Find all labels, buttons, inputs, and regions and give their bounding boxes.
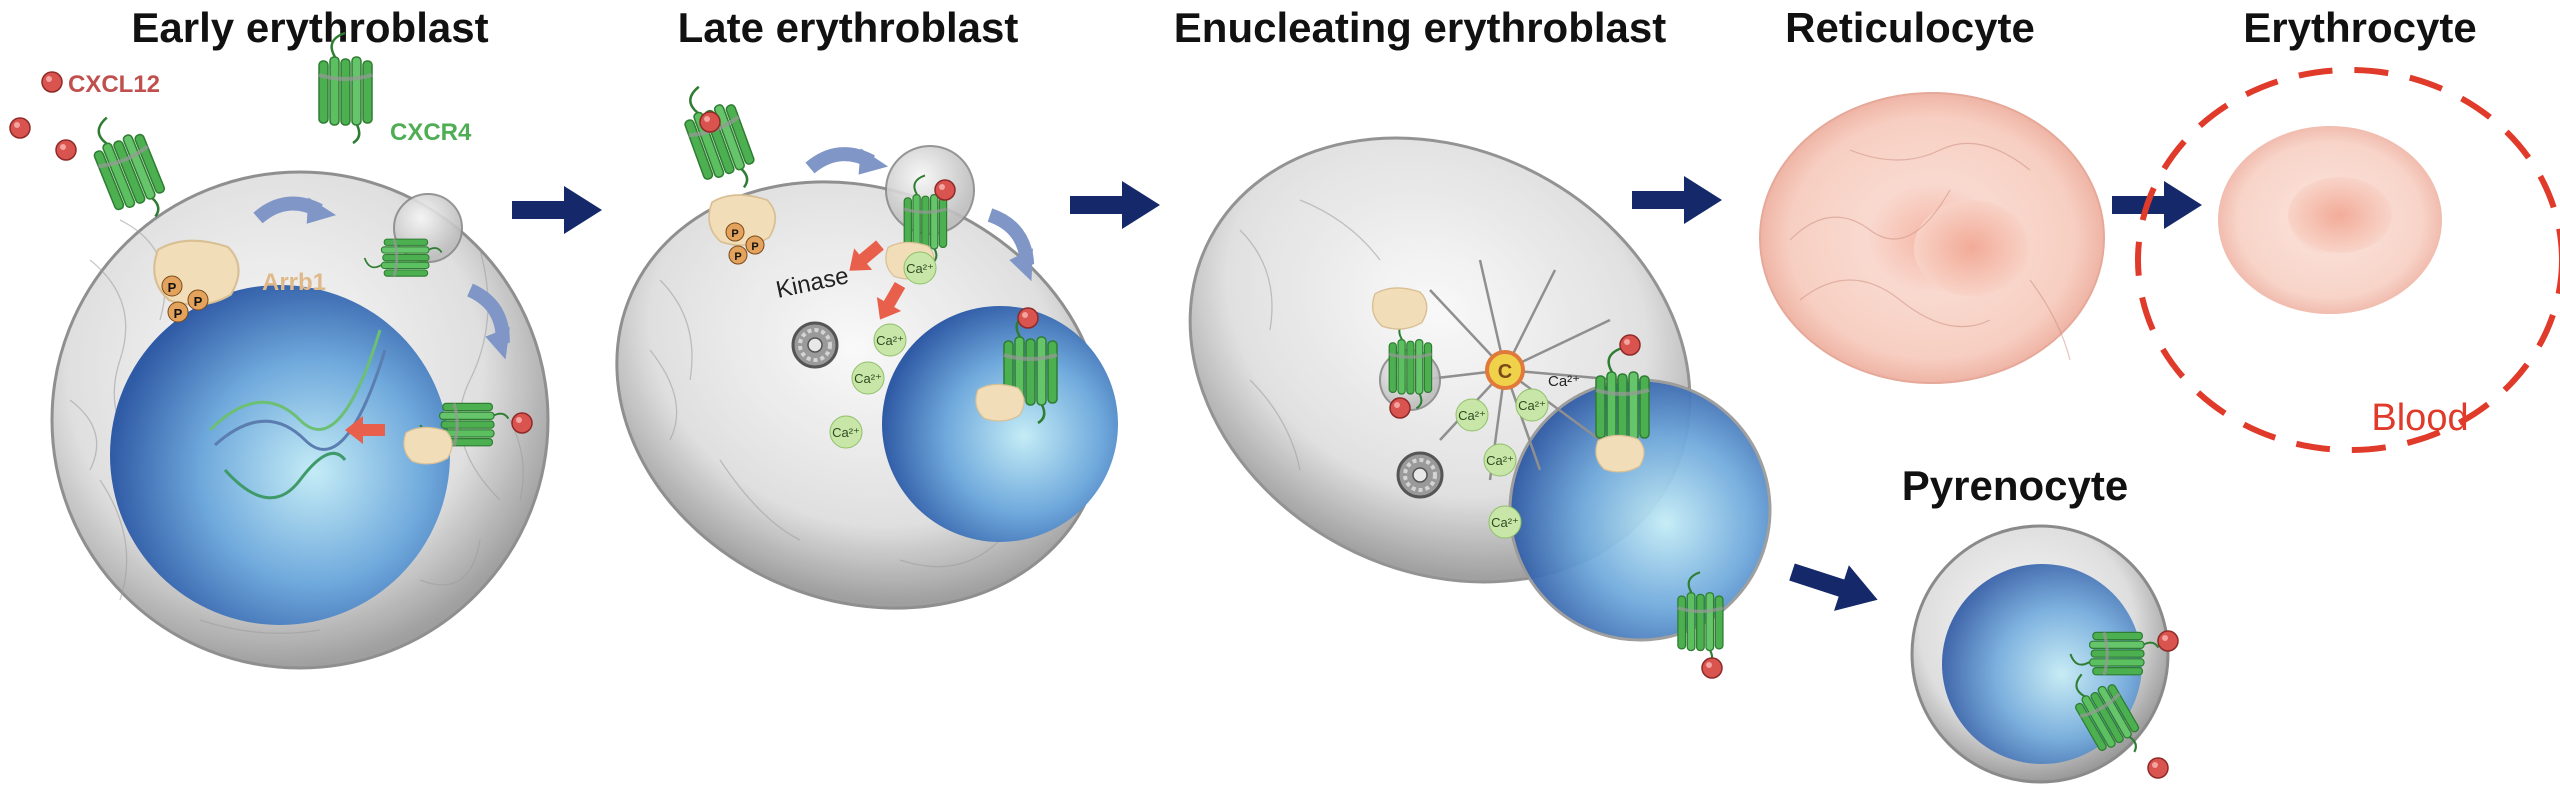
cxcl12-ligand-icon	[41, 71, 63, 93]
calcium-ion-icon	[1488, 505, 1522, 539]
nucleus	[882, 306, 1118, 542]
erythrocyte-cell: Blood	[2135, 67, 2560, 453]
cxcl12-ligand-icon	[2147, 757, 2169, 779]
title-pyrenocyte: Pyrenocyte	[1902, 462, 2128, 509]
residual-reticulum	[1789, 142, 2071, 361]
kinase-icon	[1396, 451, 1444, 499]
cxcl12-ligand-icon	[511, 412, 533, 434]
enucleating-erythroblast-cell: C Ca²⁺	[1188, 136, 1772, 679]
dna-helix	[208, 329, 387, 500]
title-reticulocyte: Reticulocyte	[1785, 4, 2035, 51]
calcium-ion-icon	[851, 361, 885, 395]
blood-boundary	[2135, 67, 2560, 453]
calcium-ion-icon	[1483, 443, 1517, 477]
progression-arrow	[1632, 176, 1722, 224]
svg-text:P: P	[168, 280, 177, 295]
blood-label: Blood	[2371, 397, 2468, 439]
cxcr4-receptor-icon	[80, 105, 176, 232]
calcium-ion-icon	[829, 415, 863, 449]
pyrenocyte-cell	[1910, 524, 2179, 784]
centrosome-icon	[1485, 350, 1525, 390]
late-erythroblast-cell: P P P Kinase	[615, 75, 1118, 610]
progression-arrow	[1070, 181, 1160, 229]
progression-arrow	[512, 186, 602, 234]
cxcr4-label: CXCR4	[390, 119, 472, 146]
cxcl12-ligand-icon	[9, 117, 31, 139]
phospho-groups: P P P	[161, 275, 209, 323]
phospho-groups: P P P	[725, 222, 765, 265]
early-erythroblast-cell: CXCL12 CXCR4 P P P Arrb1	[9, 31, 550, 670]
kinase-icon	[791, 321, 839, 369]
title-late-erythroblast: Late erythroblast	[678, 4, 1019, 51]
arrestin-icon	[1595, 434, 1645, 473]
title-erythrocyte: Erythrocyte	[2243, 4, 2476, 51]
reticulocyte-cell	[1759, 92, 2105, 384]
arrestin-icon	[403, 426, 453, 465]
calcium-ion-icon	[1455, 398, 1489, 432]
calcium-ion-icon	[873, 323, 907, 357]
cxcl12-ligand-icon	[55, 139, 77, 161]
title-early-erythroblast: Early erythroblast	[131, 4, 488, 51]
cxcl12-ligand-icon	[1701, 657, 1723, 679]
cxcl12-ligand-icon	[2157, 630, 2179, 652]
progression-arrow	[2112, 181, 2202, 229]
cxcr4-receptor-icon	[672, 75, 764, 201]
cxcl12-ligand-icon	[1017, 307, 1039, 329]
svg-text:P: P	[194, 294, 203, 309]
arrestin-icon	[975, 383, 1025, 422]
nucleus	[110, 285, 450, 625]
title-enucleating-erythroblast: Enucleating erythroblast	[1174, 4, 1666, 51]
internalization-arrow	[809, 147, 889, 178]
svg-text:P: P	[731, 228, 738, 240]
svg-text:P: P	[751, 241, 758, 253]
cxcl12-ligand-icon	[1389, 397, 1411, 419]
cytoskeleton-filaments	[649, 279, 1001, 568]
pyrenocyte-arrow	[1784, 549, 1886, 623]
calcium-ion-icon	[903, 251, 937, 285]
centrosome-label: C	[1498, 361, 1512, 383]
cxcl12-label: CXCL12	[68, 71, 160, 98]
calcium-ion-icon	[1515, 388, 1549, 422]
arrb1-label: Arrb1	[262, 269, 326, 296]
cxcl12-ligand-icon	[934, 179, 956, 201]
svg-text:P: P	[174, 306, 183, 321]
arrestin-icon	[1371, 287, 1428, 330]
cytoskeleton-filaments	[1239, 199, 1381, 471]
cxcl12-ligand-icon	[1619, 334, 1641, 356]
svg-text:P: P	[734, 251, 741, 263]
cxcl12-ligand-icon	[699, 111, 721, 133]
calcium-label: Ca²⁺	[1548, 373, 1580, 390]
